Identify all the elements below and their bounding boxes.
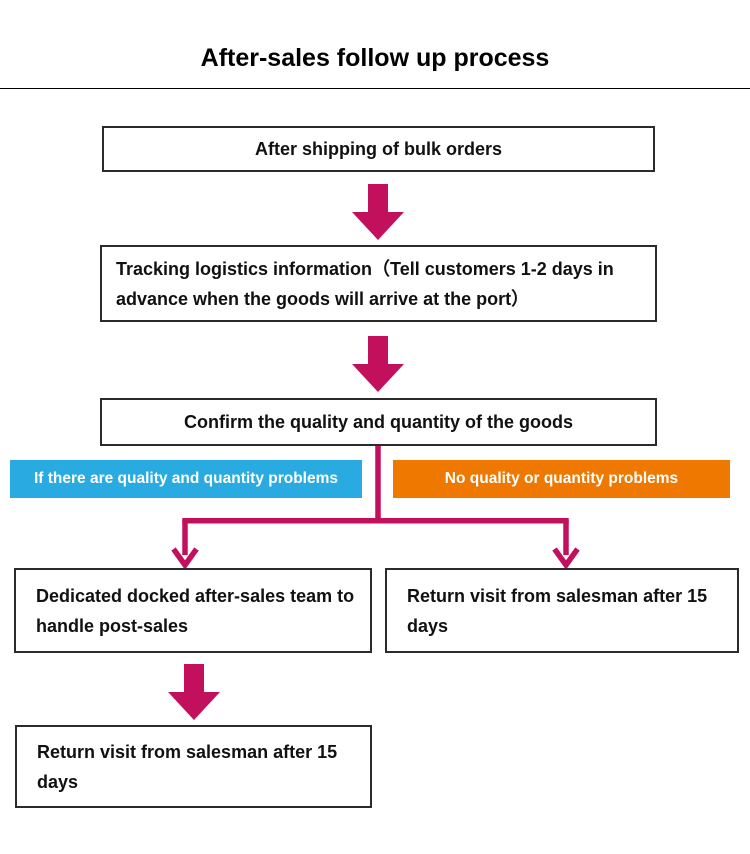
down-arrow-icon — [168, 664, 220, 720]
step-box-confirm-quality-label: Confirm the quality and quantity of the … — [184, 412, 573, 432]
down-arrow-head — [352, 212, 404, 240]
down-arrow-stem — [368, 184, 388, 212]
branch-box-after-sales-team: Dedicated docked after-sales team to han… — [14, 568, 372, 653]
branch-box-after-sales-team-label: Dedicated docked after-sales team to han… — [36, 585, 355, 636]
step-box-after-shipping-label: After shipping of bulk orders — [254, 139, 502, 159]
down-arrow-head — [352, 364, 404, 392]
down-arrow-icon — [352, 184, 404, 240]
title-divider — [0, 88, 750, 89]
branch-connector-arrows — [171, 446, 580, 570]
step-box-tracking-logistics: Tracking logistics information（Tell cust… — [100, 245, 657, 322]
step-box-after-shipping: After shipping of bulk orders — [102, 126, 655, 172]
page-title: After-sales follow up process — [200, 44, 550, 72]
final-box-return-visit: Return visit from salesman after 15 days — [15, 725, 372, 808]
down-arrow-stem — [184, 664, 204, 692]
down-arrow-stem — [368, 336, 388, 364]
down-arrow-head — [168, 692, 220, 720]
branch-box-return-visit-label: Return visit from salesman after 15 days — [407, 585, 708, 636]
branch-label-problems: If there are quality and quantity proble… — [10, 460, 362, 498]
branch-label-no-problems: No quality or quantity problems — [393, 460, 730, 498]
final-box-return-visit-label: Return visit from salesman after 15 days — [37, 741, 338, 792]
down-arrow-icon — [352, 336, 404, 392]
branch-box-return-visit: Return visit from salesman after 15 days — [385, 568, 739, 653]
step-box-tracking-logistics-label: Tracking logistics information（Tell cust… — [116, 258, 614, 309]
step-box-confirm-quality: Confirm the quality and quantity of the … — [100, 398, 657, 446]
